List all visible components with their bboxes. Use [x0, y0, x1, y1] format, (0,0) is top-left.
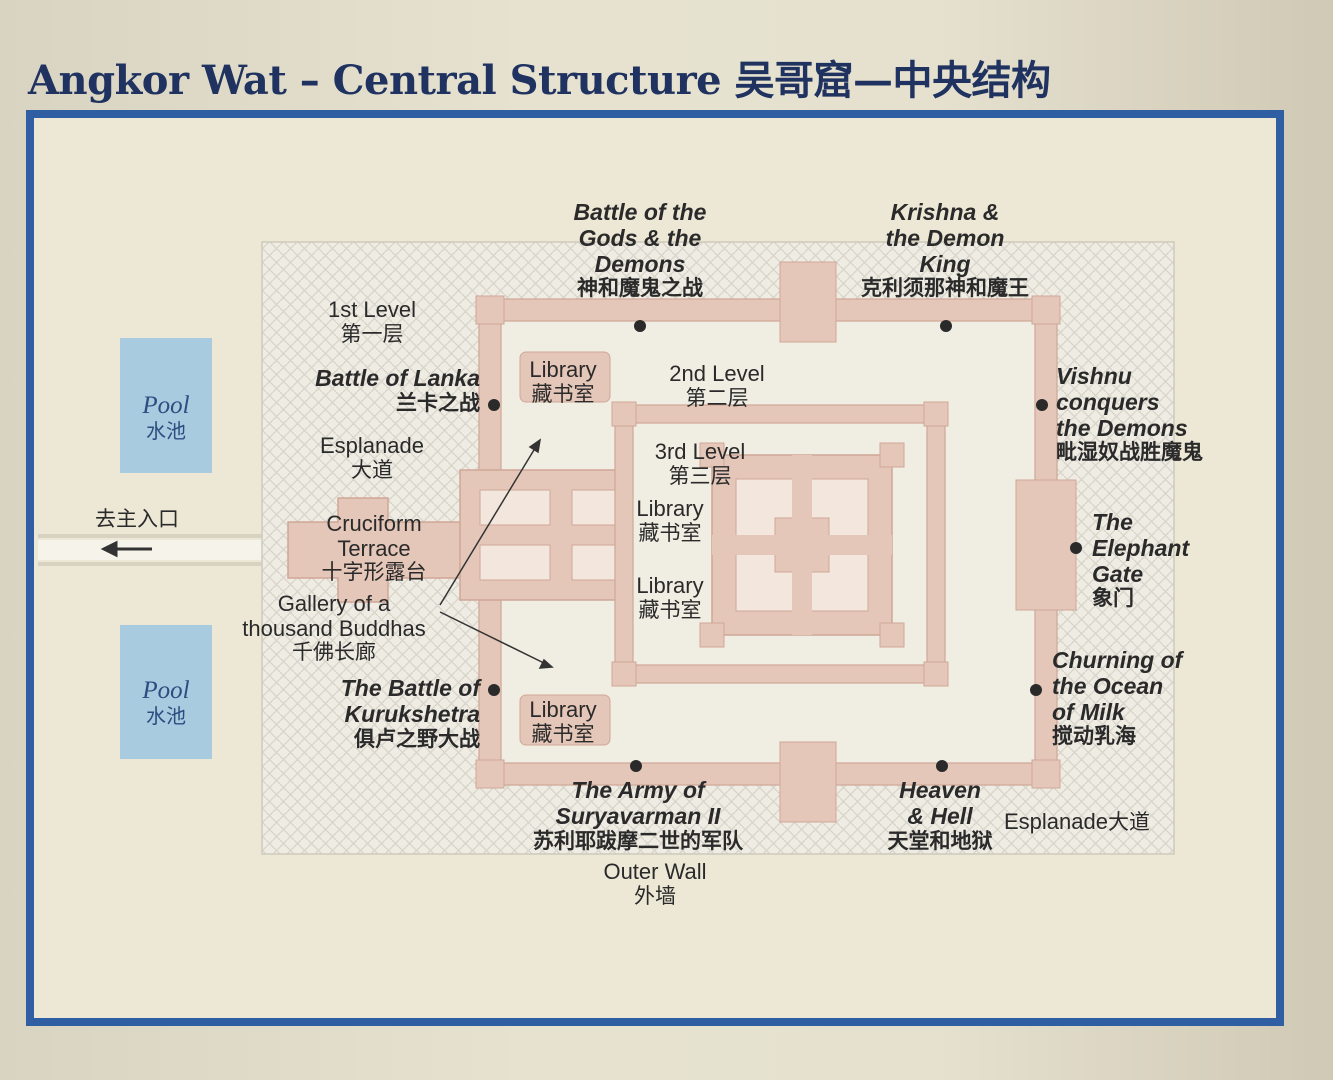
pointer-arrows: [439, 438, 554, 669]
library-nw: [519, 351, 611, 403]
marker-army: [630, 760, 642, 772]
pool-bottom: [120, 625, 212, 759]
library-sw: [519, 694, 611, 746]
pool-top: [120, 338, 212, 473]
marker-vishnu: [1036, 399, 1048, 411]
cruciform-terrace: [287, 497, 469, 603]
label-main-entrance: 去主入口: [95, 507, 179, 531]
label-esplanade-right: Esplanade大道: [1004, 809, 1150, 834]
entrance-arrow-icon: [100, 540, 152, 558]
marker-elephant: [1070, 542, 1082, 554]
marker-battle-gods: [634, 320, 646, 332]
marker-churning: [1030, 684, 1042, 696]
entrance-causeway: [38, 540, 298, 560]
marker-kurukshetra: [488, 684, 500, 696]
marker-lanka: [488, 399, 500, 411]
gallery-level2: [615, 405, 945, 683]
page-title: Angkor Wat – Central Structure 吴哥窟—中央结构: [28, 57, 1051, 104]
marker-krishna: [940, 320, 952, 332]
relief-markers: [488, 320, 1082, 772]
marker-heaven: [936, 760, 948, 772]
